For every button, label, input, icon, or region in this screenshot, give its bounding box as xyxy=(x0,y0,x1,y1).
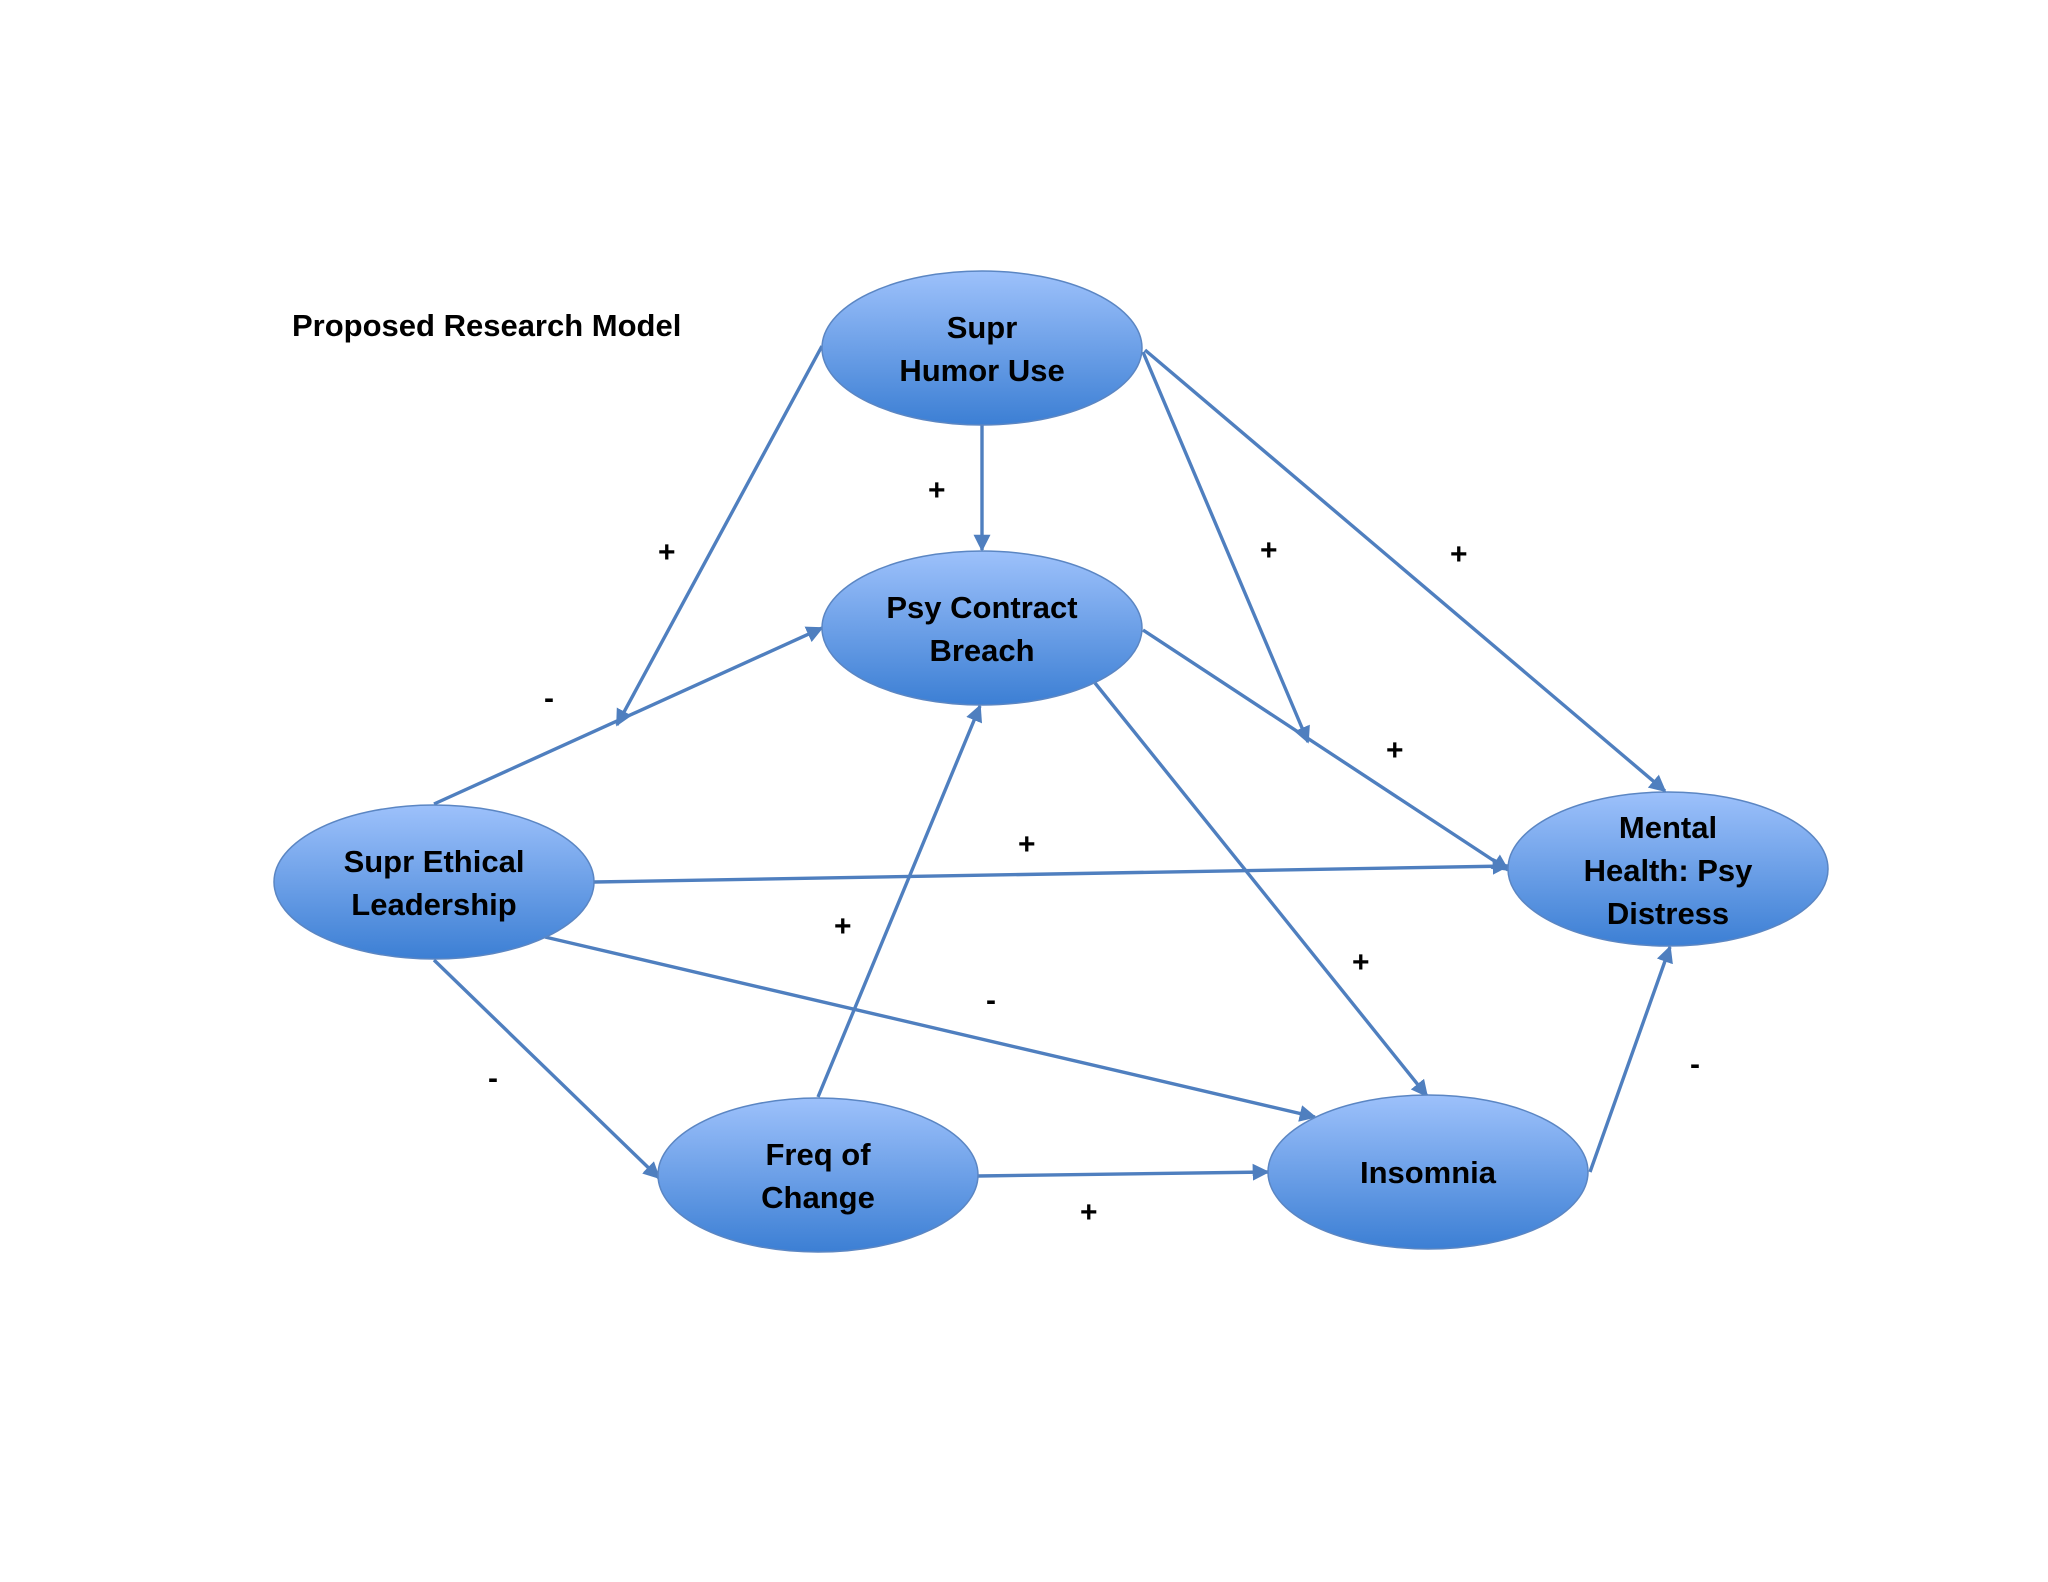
node-supr-ethical-leadership: Supr Ethical Leadership xyxy=(273,804,595,960)
node-label-line: Distress xyxy=(1607,896,1729,931)
node-label-line: Leadership xyxy=(351,887,516,922)
node-label-line: Supr xyxy=(947,310,1018,345)
node-freq-of-change: Freq of Change xyxy=(657,1097,979,1253)
edge-freq-to-insomnia xyxy=(977,1163,1270,1181)
node-label-line: Humor Use xyxy=(899,353,1064,388)
node-label-line: Change xyxy=(761,1180,875,1215)
node-mental-health: Mental Health: Psy Distress xyxy=(1507,791,1829,947)
sign-ethical-mental: + xyxy=(1018,828,1036,861)
sign-humor-breach: + xyxy=(928,474,946,507)
edge-breach-to-mental xyxy=(1142,628,1510,872)
node-insomnia: Insomnia xyxy=(1267,1094,1589,1250)
sign-humor-mental: + xyxy=(1450,538,1468,571)
node-label-line: Mental xyxy=(1619,810,1717,845)
edge-ethical-to-freq xyxy=(432,958,661,1180)
edge-breach-to-insomnia xyxy=(1093,681,1429,1098)
sign-freq-insomnia: + xyxy=(1080,1196,1098,1229)
node-label-line: Health: Psy xyxy=(1584,853,1754,888)
edge-humor-to-breach-mental-path xyxy=(1141,351,1310,744)
node-label-line: Psy Contract xyxy=(886,590,1077,625)
edge-humor-to-ethical-breach-path xyxy=(615,345,824,727)
node-label-line: Supr Ethical xyxy=(344,844,525,879)
sign-freq-breach: + xyxy=(834,910,852,943)
sign-ethical-freq: - xyxy=(488,1062,498,1095)
sign-breach-mental: + xyxy=(1386,734,1404,767)
sign-humor-breach-mental-path: + xyxy=(1260,534,1278,567)
edge-ethical-to-breach xyxy=(433,626,824,806)
node-supr-humor-use: Supr Humor Use xyxy=(821,270,1143,426)
sign-breach-insomnia: + xyxy=(1352,946,1370,979)
edge-freq-to-breach xyxy=(816,704,982,1098)
sign-ethical-breach: - xyxy=(544,682,554,715)
sign-insomnia-mental: - xyxy=(1690,1048,1700,1081)
edge-ethical-to-mental xyxy=(593,857,1510,884)
sign-humor-ethical-path: + xyxy=(658,536,676,569)
diagram-title: Proposed Research Model xyxy=(292,308,682,343)
node-label-line: Freq of xyxy=(765,1137,871,1172)
edge-ethical-to-insomnia xyxy=(544,935,1317,1122)
edge-humor-to-mental xyxy=(1143,348,1667,793)
node-label-line: Breach xyxy=(929,633,1034,668)
sign-ethical-insomnia: - xyxy=(986,984,996,1017)
edge-insomnia-to-mental xyxy=(1588,945,1673,1173)
node-label-line: Insomnia xyxy=(1360,1155,1497,1190)
node-psy-contract-breach: Psy Contract Breach xyxy=(821,550,1143,706)
